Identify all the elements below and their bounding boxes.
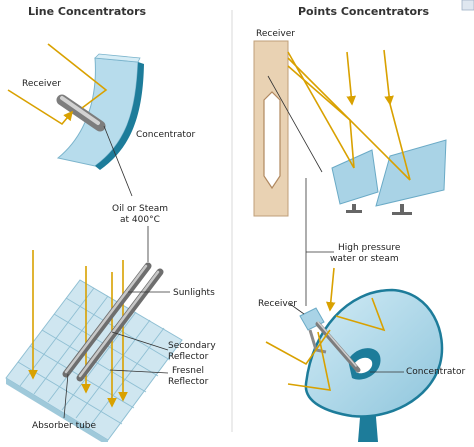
fresnel-reflector-label-2: Reflector	[168, 377, 209, 387]
dish-sun-rays	[265, 267, 386, 391]
receiver-label-dish: Receiver	[258, 299, 297, 309]
heliostat-mirrors	[331, 139, 447, 215]
receiver-label-tower: Receiver	[256, 29, 295, 39]
concentrator-label-dish: Concentrator	[406, 367, 465, 377]
secondary-reflector-label-2: Reflector	[168, 352, 209, 362]
trough-sun-rays	[7, 43, 108, 126]
line-concentrators-heading: Line Concentrators	[28, 5, 147, 18]
secondary-reflector-label-1: Secondary	[168, 341, 216, 351]
tower-sun-rays	[287, 49, 411, 181]
high-pressure-label-1: High pressure	[338, 243, 401, 253]
receiver-label-line: Receiver	[22, 79, 61, 89]
trough-receiver-tube	[56, 94, 106, 132]
fresnel-absorber-tubes	[62, 262, 164, 382]
absorber-tube-label: Absorber tube	[32, 421, 97, 431]
sunlights-label: Sunlights	[173, 288, 215, 298]
corner-expand-icon[interactable]	[461, 0, 474, 11]
points-concentrators-heading: Points Concentrators	[298, 5, 429, 18]
parabolic-trough	[56, 53, 144, 170]
tower-leader	[267, 75, 323, 173]
high-pressure-label-2: water or steam	[330, 254, 399, 264]
oil-steam-label-1: Oil or Steam	[112, 204, 168, 214]
oil-steam-label-2: at 400°C	[120, 215, 160, 225]
fresnel-reflector-label-1: Fresnel	[172, 366, 204, 376]
parabolic-dish	[304, 288, 444, 442]
dish-receiver	[299, 307, 361, 373]
dish-receiver-leader	[289, 303, 305, 315]
fresnel-leader-lines	[63, 291, 170, 419]
solar-tower	[253, 40, 289, 217]
concentrator-label-line: Concentrator	[136, 130, 195, 140]
oil-steam-leader	[103, 125, 133, 197]
